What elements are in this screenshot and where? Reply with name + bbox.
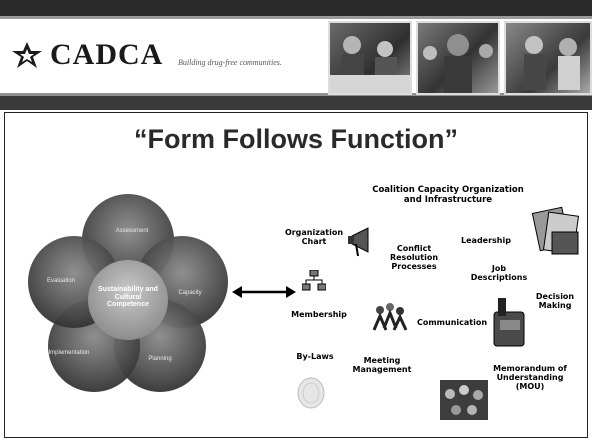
- team-icon: [372, 303, 408, 331]
- node-decision-making: Decision Making: [535, 292, 575, 311]
- megaphone-icon: [348, 227, 369, 257]
- phase-planning-label: Planning: [148, 356, 172, 362]
- strategic-prevention-cycle: [28, 194, 228, 392]
- node-meeting-management: Meeting Management: [352, 356, 412, 375]
- node-communication: Communication: [416, 318, 488, 327]
- node-conflict-resolution: Conflict Resolution Processes: [389, 244, 439, 272]
- header-photo-3: [504, 21, 592, 95]
- header-bottom-bar: [0, 96, 592, 110]
- node-bylaws: By-Laws: [296, 352, 334, 361]
- title-text: Form Follows Function: [147, 124, 445, 154]
- double-arrow-icon: [232, 286, 296, 298]
- phase-assessment-label: Assessment: [115, 228, 149, 234]
- phone-icon: [493, 298, 525, 347]
- logo-text: CADCA: [50, 38, 164, 71]
- node-mou: Memorandum of Understanding (MOU): [493, 364, 567, 392]
- node-membership: Membership: [291, 310, 347, 319]
- org-chart-icon: [302, 270, 326, 291]
- node-job-descriptions: Job Descriptions: [470, 264, 528, 283]
- slide-title: “Form Follows Function”: [0, 124, 592, 155]
- node-leadership: Leadership: [461, 236, 511, 245]
- header-bottom-rule: [0, 93, 592, 96]
- header-top-rule: [0, 16, 592, 19]
- cadca-logo: CADCA: [10, 38, 163, 72]
- node-coalition-capacity: Coalition Capacity Organization and Infr…: [372, 185, 524, 205]
- node-organization-chart: Organization Chart: [284, 228, 344, 247]
- star-icon: [12, 42, 42, 68]
- header-photo-2: [416, 21, 500, 95]
- cycle-center-label: Sustainability and Cultural Competence: [98, 286, 158, 309]
- tagline: Building drug-free communities.: [178, 58, 282, 67]
- phase-implementation-label: Implementation: [48, 350, 90, 356]
- seal-icon: [297, 377, 325, 409]
- title-close-quote: ”: [444, 124, 458, 154]
- header-top-bar: [0, 0, 592, 16]
- header-photo-1: [328, 21, 412, 95]
- phase-capacity-label: Capacity: [178, 290, 202, 296]
- title-open-quote: “: [134, 124, 148, 154]
- content-frame: [4, 112, 588, 438]
- phase-evaluation-label: Evaluation: [46, 278, 76, 284]
- group-people-icon: [440, 380, 488, 420]
- cycle-center: [88, 260, 168, 340]
- documents-icon: [531, 206, 580, 255]
